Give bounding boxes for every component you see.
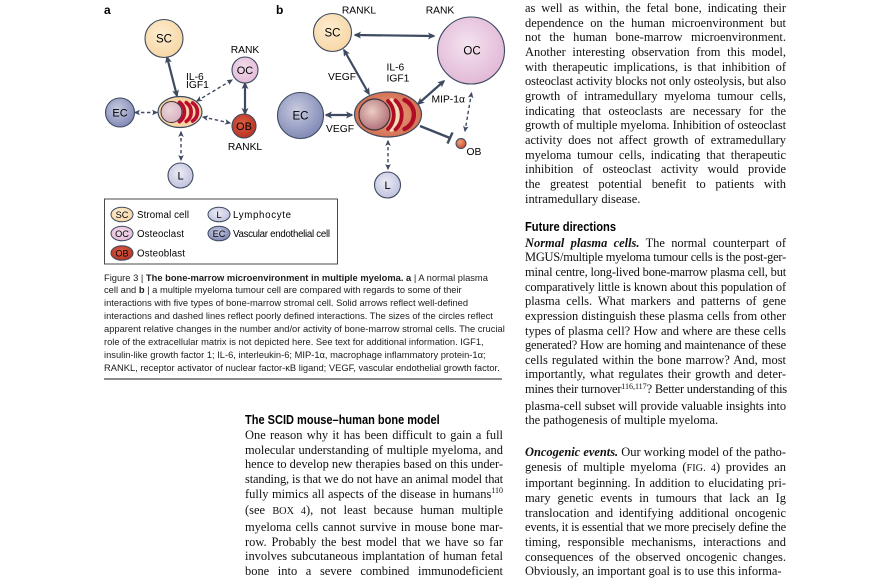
svg-text:OB: OB — [236, 121, 252, 133]
svg-text:Osteoclast: Osteoclast — [137, 229, 184, 240]
svg-text:Stromal cell: Stromal cell — [137, 210, 189, 221]
svg-text:EC: EC — [112, 108, 127, 120]
svg-text:OC: OC — [115, 229, 129, 239]
svg-text:SC: SC — [116, 210, 129, 220]
svg-text:IL-6: IL-6 — [387, 63, 405, 74]
svg-text:L: L — [216, 210, 221, 220]
svg-text:RANK: RANK — [231, 45, 260, 56]
svg-text:OC: OC — [463, 46, 480, 58]
svg-text:EC: EC — [213, 229, 226, 239]
svg-text:RANK: RANK — [426, 6, 455, 17]
svg-text:RANKL: RANKL — [342, 6, 377, 17]
svg-text:RANKL: RANKL — [228, 142, 263, 153]
svg-text:VEGF: VEGF — [328, 72, 356, 83]
svg-text:MIP-1α: MIP-1α — [432, 95, 465, 106]
svg-text:EC: EC — [293, 111, 309, 123]
svg-text:Osteoblast: Osteoblast — [137, 249, 185, 260]
svg-text:L: L — [177, 171, 183, 183]
svg-text:b: b — [276, 3, 283, 17]
svg-text:IGF1: IGF1 — [186, 80, 209, 91]
svg-text:Vascular endothelial cell: Vascular endothelial cell — [233, 229, 330, 240]
svg-text:Lymphocyte: Lymphocyte — [233, 210, 291, 221]
svg-text:IGF1: IGF1 — [387, 74, 410, 85]
svg-text:OB: OB — [467, 147, 482, 158]
svg-text:OC: OC — [237, 65, 254, 77]
svg-text:SC: SC — [156, 34, 172, 46]
svg-text:VEGF: VEGF — [326, 124, 354, 135]
svg-text:IL-6: IL-6 — [186, 72, 204, 83]
svg-text:L: L — [384, 180, 390, 192]
svg-text:a: a — [104, 3, 111, 17]
svg-text:SC: SC — [325, 28, 341, 40]
svg-text:OB: OB — [115, 249, 128, 259]
